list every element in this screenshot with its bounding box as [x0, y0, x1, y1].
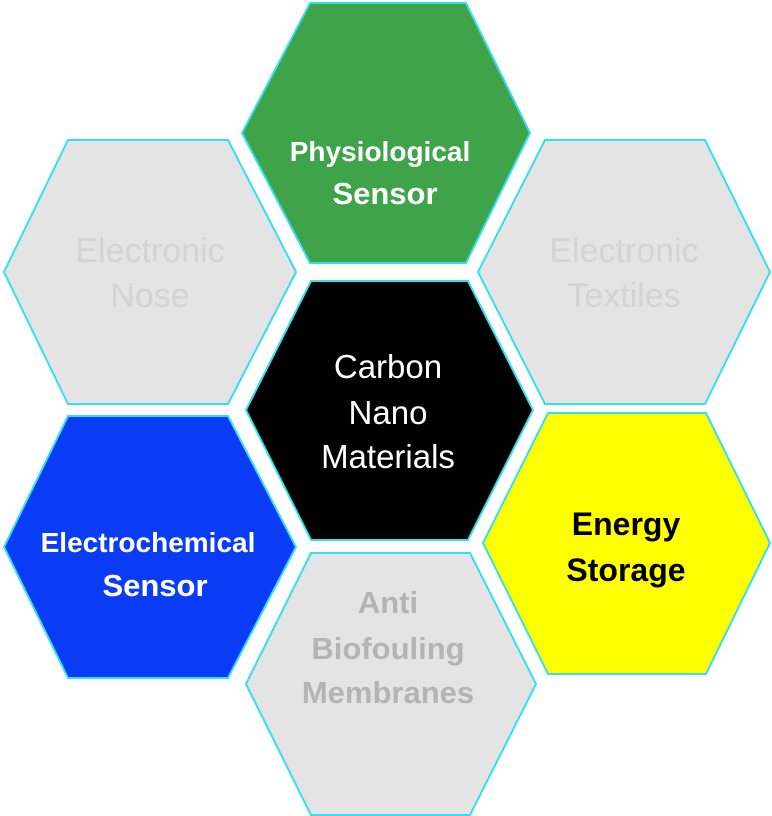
hexagon-label-line1: Electronic [75, 232, 224, 270]
hexagon-label-line1: Anti [358, 585, 418, 620]
hexagon-electronic-nose: Electronic Nose [2, 139, 298, 405]
hexagon-label-line2: Sensor [332, 176, 437, 211]
hexagon-label-line2: Textiles [567, 277, 680, 315]
hexagon-shape [240, 1, 532, 264]
hexagon-electronic-textiles: Electronic Textiles [476, 139, 772, 405]
hexagon-label-line1: Physiological [290, 136, 471, 167]
hexagon-label-line1: Electronic [549, 232, 698, 270]
hexagon-shape [244, 552, 538, 816]
hexagon-shape [2, 415, 298, 679]
hexagon-energy-storage: Energy Storage [481, 412, 772, 675]
hexagon-label-line1: Electrochemical [41, 527, 256, 558]
hexagon-label-line2: Sensor [102, 568, 207, 603]
hexagon-label-line3: Materials [321, 438, 455, 475]
hexagon-label-line1: Carbon [334, 348, 442, 385]
hexagon-anti-biofouling-membranes: Anti Biofouling Membranes [244, 552, 538, 816]
hexagon-physiological-sensor: Physiological Sensor [240, 1, 532, 264]
hexagon-shape [476, 139, 772, 405]
hexagon-carbon-nano-materials: Carbon Nano Materials [244, 280, 535, 541]
hexagon-shape [244, 280, 535, 541]
hexagon-electrochemical-sensor: Electrochemical Sensor [2, 415, 298, 679]
hexagon-label-line1: Energy [572, 506, 681, 542]
hexagon-label-line2: Nose [110, 277, 189, 315]
hexagon-label-line2: Storage [566, 552, 685, 588]
hexagon-label-line2: Nano [349, 394, 428, 431]
hexagon-label-line3: Membranes [302, 675, 474, 710]
hexagon-label-line2: Biofouling [311, 631, 464, 666]
hexagon-shape [2, 139, 298, 405]
hexagon-shape [481, 412, 772, 675]
